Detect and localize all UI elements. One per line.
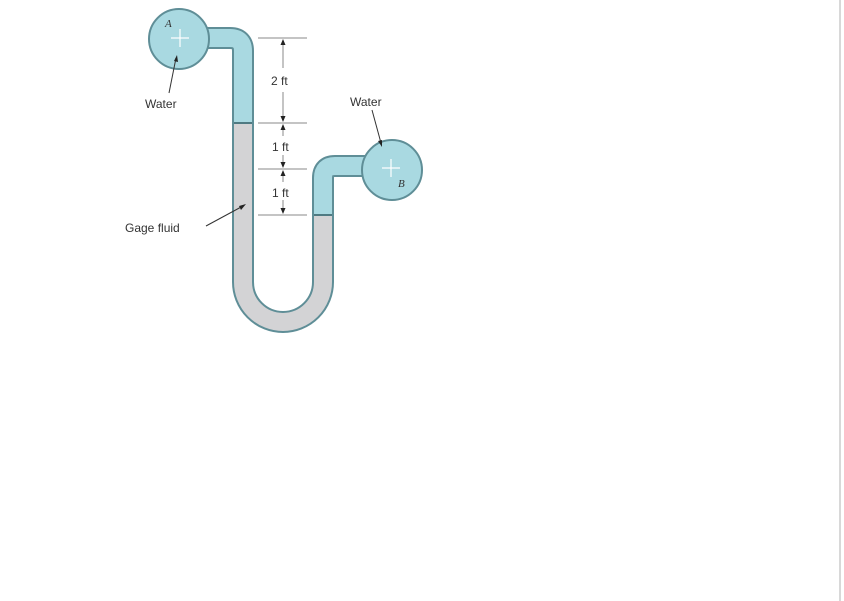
bulb-a: A <box>148 8 210 70</box>
arrowhead-water-left <box>174 55 178 62</box>
page-border <box>839 0 841 601</box>
leader-water-left <box>168 57 177 94</box>
water-label-right: Water <box>350 95 382 109</box>
leader-gage-fluid <box>205 205 244 227</box>
dim-1ft-upper: 1 ft <box>272 140 289 154</box>
water-left-column <box>180 29 252 123</box>
arrowhead-water-right <box>378 140 382 147</box>
leader-water-right <box>371 109 382 144</box>
label-b: B <box>398 178 405 190</box>
water-right-column <box>314 157 390 215</box>
water-label-left: Water <box>145 97 177 111</box>
bulb-b: B <box>361 139 423 201</box>
gage-fluid-column <box>234 123 332 331</box>
label-a: A <box>164 18 172 30</box>
arrowhead-gage-fluid <box>239 204 246 210</box>
dim-1ft-lower: 1 ft <box>272 186 289 200</box>
dimension-arrowheads <box>280 39 286 214</box>
dim-2ft: 2 ft <box>271 74 288 88</box>
gage-fluid-label: Gage fluid <box>125 221 180 235</box>
